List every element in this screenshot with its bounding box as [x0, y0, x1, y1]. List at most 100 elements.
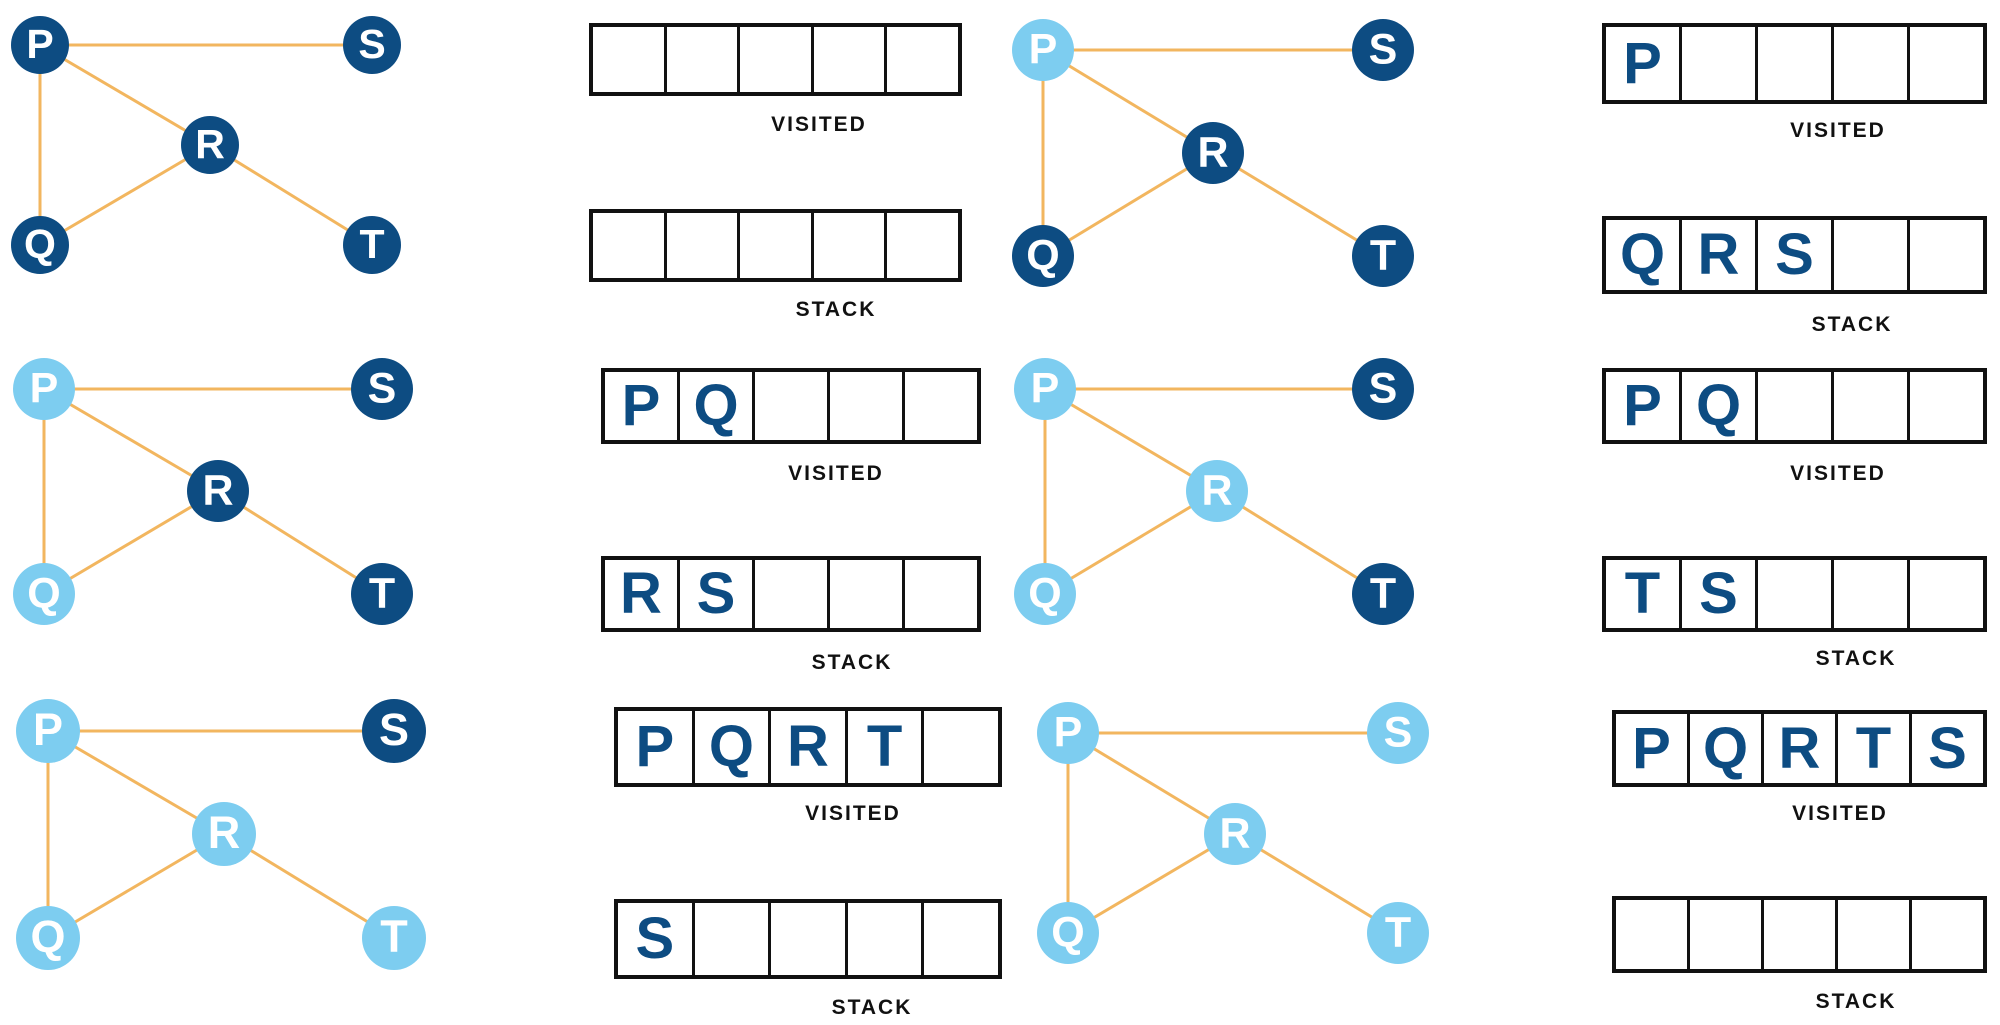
array-cell: P: [1632, 715, 1671, 781]
edge-r-q: [1067, 832, 1236, 935]
node-label: T: [1370, 231, 1396, 279]
node-r: R: [1186, 460, 1248, 522]
node-circle: [13, 563, 75, 625]
node-s: S: [1367, 702, 1429, 764]
node-circle: [1352, 358, 1414, 420]
array-cell: [921, 903, 998, 975]
node-t: T: [1352, 563, 1414, 625]
node-label: R: [202, 466, 233, 514]
array-cell: [1831, 27, 1907, 100]
node-t: T: [1352, 225, 1414, 287]
node-q: Q: [13, 563, 75, 625]
node-circle: [1352, 225, 1414, 287]
array-cell: [737, 213, 811, 278]
array-cell: [1907, 560, 1983, 628]
array-cell: [1687, 900, 1761, 969]
node-label: S: [1384, 708, 1413, 756]
array-cell: [1831, 220, 1907, 290]
node-label: Q: [1051, 908, 1084, 956]
node-circle: [351, 563, 413, 625]
node-s: S: [1352, 358, 1414, 420]
node-circle: [13, 358, 75, 420]
edge-r-t: [223, 832, 395, 940]
edge-r-q: [47, 832, 225, 940]
node-label: P: [1054, 708, 1083, 756]
array-cell: [1909, 900, 1983, 969]
node-label: T: [1370, 569, 1396, 617]
node-circle: [1037, 702, 1099, 764]
node-circle: [16, 699, 80, 763]
array-cell: [1761, 900, 1835, 969]
node-label: P: [1031, 364, 1060, 412]
node-label: T: [380, 911, 408, 962]
node-label: Q: [1026, 231, 1059, 279]
array-cell: [810, 213, 885, 278]
array-cell: [1907, 27, 1983, 100]
array-cell: S: [1909, 714, 1983, 783]
edge-r-q: [1042, 151, 1214, 258]
array-cell: Q: [1679, 372, 1755, 440]
array-cell: Q: [1687, 714, 1761, 783]
node-circle: [1204, 803, 1266, 865]
array-cell: Q: [691, 711, 769, 783]
edge-p-r: [1042, 48, 1214, 155]
node-p: P: [11, 16, 69, 74]
node-q: Q: [16, 906, 80, 970]
node-r: R: [192, 802, 256, 866]
array-cell: [752, 372, 827, 440]
array-cell: P: [621, 373, 661, 438]
array-cell: [1755, 372, 1831, 440]
node-circle: [1352, 563, 1414, 625]
array-cell: [1755, 560, 1831, 628]
node-circle: [192, 802, 256, 866]
node-r: R: [1204, 803, 1266, 865]
edge-p-r: [1067, 731, 1236, 836]
array-cell: P: [635, 714, 675, 779]
node-label: T: [369, 569, 395, 617]
node-circle: [16, 906, 80, 970]
array-cell: [768, 903, 845, 975]
node-t: T: [1367, 902, 1429, 964]
array-cell: R: [1679, 220, 1755, 290]
edge-p-r: [43, 387, 219, 493]
node-p: P: [16, 699, 80, 763]
array-cell: [902, 560, 977, 628]
node-circle: [1182, 122, 1244, 184]
array-cell: [737, 27, 811, 92]
edge-r-q: [1044, 489, 1218, 596]
array-cell: T: [1835, 714, 1909, 783]
node-circle: [343, 16, 401, 74]
node-label: S: [358, 21, 385, 67]
node-label: T: [359, 221, 384, 267]
node-circle: [362, 906, 426, 970]
node-label: R: [195, 121, 225, 167]
node-circle: [351, 358, 413, 420]
array-cell: [1616, 900, 1687, 969]
stack-array: S: [614, 899, 1002, 979]
visited-label: VISITED: [1792, 802, 1888, 825]
array-cell: R: [1761, 714, 1835, 783]
node-circle: [1012, 225, 1074, 287]
node-label: Q: [27, 569, 60, 617]
node-circle: [181, 116, 239, 174]
node-circle: [11, 216, 69, 274]
array-cell: S: [635, 906, 675, 971]
stack-array: [1612, 896, 1987, 973]
node-t: T: [351, 563, 413, 625]
node-t: T: [343, 216, 401, 274]
node-circle: [1367, 902, 1429, 964]
edge-r-t: [209, 143, 373, 247]
node-p: P: [1012, 19, 1074, 81]
array-cell: [1907, 372, 1983, 440]
array-cell: [827, 372, 902, 440]
node-q: Q: [11, 216, 69, 274]
stack-label: STACK: [1815, 990, 1897, 1013]
node-circle: [1014, 563, 1076, 625]
array-cell: S: [1679, 560, 1755, 628]
node-q: Q: [1012, 225, 1074, 287]
